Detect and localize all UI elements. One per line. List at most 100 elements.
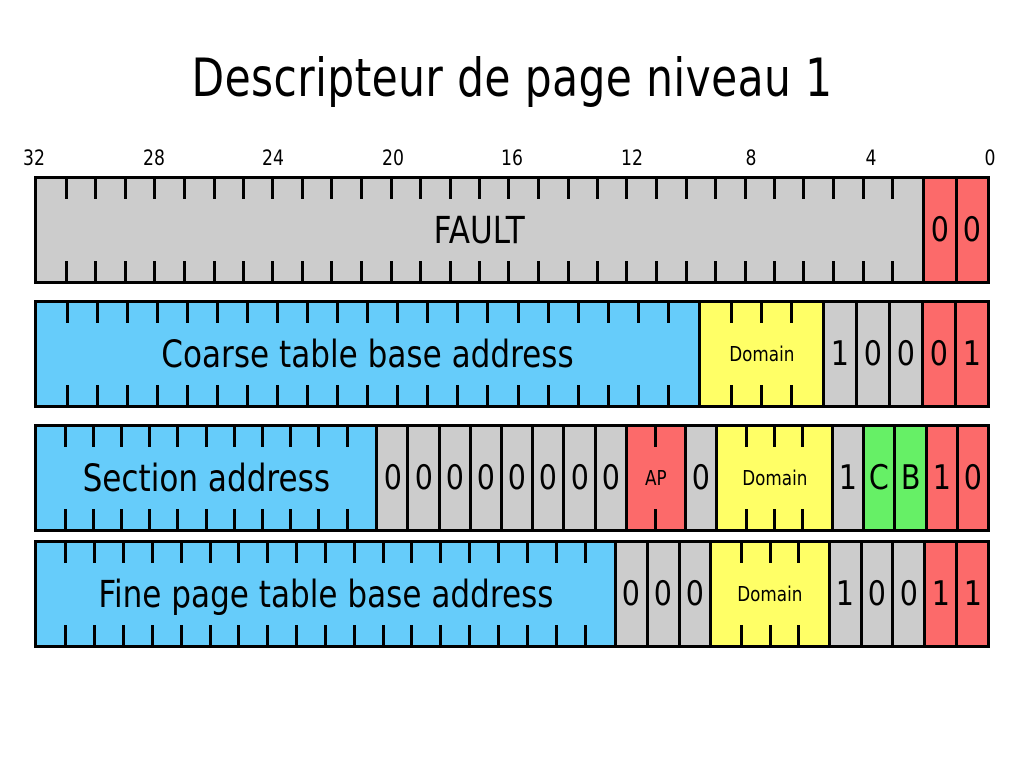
- field-label: Domain: [728, 342, 795, 366]
- bit-tick: [150, 625, 154, 645]
- field-label: 0: [539, 458, 558, 498]
- bit-tick: [389, 179, 393, 199]
- bit-tick: [655, 179, 658, 199]
- bit-tick: [242, 261, 245, 281]
- bit-tick: [636, 303, 640, 323]
- field-label: 0: [445, 458, 464, 498]
- bit-tick: [507, 261, 511, 281]
- bit-tick: [861, 261, 865, 281]
- bit-tick: [360, 261, 363, 281]
- bit-tick: [148, 427, 152, 447]
- field-label: 0: [414, 458, 433, 498]
- field-0: 0: [409, 427, 441, 529]
- bit-tick: [684, 179, 688, 199]
- bit-tick: [426, 385, 430, 405]
- field-label: 1: [839, 458, 858, 498]
- field-label: Fine page table base address: [97, 572, 553, 616]
- bit-tick: [666, 385, 670, 405]
- bit-tick: [768, 543, 772, 563]
- field-label: 0: [963, 210, 982, 250]
- field-label: 1: [962, 334, 982, 374]
- bit-tick: [317, 427, 321, 447]
- field-label: 0: [896, 334, 915, 374]
- bit-tick: [596, 179, 599, 199]
- bit-tick: [64, 543, 68, 563]
- bit-tick: [93, 625, 97, 645]
- bit-tick: [237, 625, 241, 645]
- bit-tick: [497, 625, 500, 645]
- field-label: 0: [899, 574, 918, 614]
- field-label: 1: [931, 574, 950, 614]
- bit-tick: [456, 385, 460, 405]
- bit-tick: [91, 427, 95, 447]
- field-0: 0: [596, 427, 628, 529]
- field-c: C: [865, 427, 897, 529]
- bit-tick: [566, 179, 570, 199]
- field-label: 0: [685, 574, 705, 614]
- bit-tick: [94, 261, 98, 281]
- bit-tick: [295, 543, 299, 563]
- field-domain: Domain: [718, 427, 835, 529]
- field-0: 0: [894, 543, 927, 645]
- bit-tick: [179, 543, 183, 563]
- bit-tick: [176, 427, 180, 447]
- bit-tick: [396, 303, 400, 323]
- bit-scale-label-0: 0: [984, 146, 996, 170]
- bit-tick: [260, 427, 264, 447]
- bit-scale-label-28: 28: [142, 146, 165, 170]
- field-0: 0: [440, 427, 472, 529]
- bit-tick: [410, 625, 414, 645]
- bit-tick: [271, 261, 275, 281]
- field-label: 0: [863, 334, 882, 374]
- bit-tick: [790, 385, 794, 405]
- bit-tick: [478, 179, 481, 199]
- bit-tick: [801, 509, 805, 529]
- bit-tick: [185, 303, 189, 323]
- field-0: 0: [925, 179, 958, 281]
- bit-tick: [155, 303, 159, 323]
- bit-tick: [122, 625, 126, 645]
- bit-tick: [317, 509, 321, 529]
- field-0: 0: [616, 543, 649, 645]
- bit-tick: [276, 385, 280, 405]
- bit-tick: [439, 543, 443, 563]
- bit-tick: [625, 261, 629, 281]
- bit-tick: [245, 303, 249, 323]
- bit-tick: [64, 261, 68, 281]
- bit-tick: [797, 543, 801, 563]
- bit-tick: [176, 509, 180, 529]
- field-label: 0: [867, 574, 887, 614]
- bit-tick: [204, 509, 208, 529]
- bit-tick: [306, 385, 310, 405]
- bit-tick: [330, 179, 334, 199]
- bit-tick: [516, 303, 520, 323]
- bit-tick: [352, 543, 356, 563]
- page-title: Descripteur de page niveau 1: [191, 48, 833, 109]
- bit-tick: [606, 303, 610, 323]
- bit-tick: [260, 509, 264, 529]
- bit-tick: [65, 385, 69, 405]
- field-label: C: [869, 458, 890, 498]
- field-label: Domain: [742, 466, 808, 490]
- bit-tick: [150, 543, 154, 563]
- bit-tick: [271, 179, 275, 199]
- bit-tick: [439, 625, 443, 645]
- bit-tick: [352, 625, 356, 645]
- bit-tick: [832, 179, 835, 199]
- field-0: 0: [957, 179, 987, 281]
- bit-tick: [525, 543, 529, 563]
- bit-tick: [583, 543, 587, 563]
- bit-tick: [537, 261, 540, 281]
- field-label: 0: [476, 458, 495, 498]
- bit-tick: [773, 179, 776, 199]
- bit-scale-label-24: 24: [262, 146, 284, 170]
- bit-tick: [654, 509, 658, 529]
- field-label: 0: [507, 458, 527, 498]
- bit-tick: [636, 385, 640, 405]
- bit-tick: [760, 385, 764, 405]
- bit-tick: [802, 179, 806, 199]
- bit-tick: [65, 303, 69, 323]
- field-0: 0: [890, 303, 924, 405]
- bit-tick: [266, 625, 270, 645]
